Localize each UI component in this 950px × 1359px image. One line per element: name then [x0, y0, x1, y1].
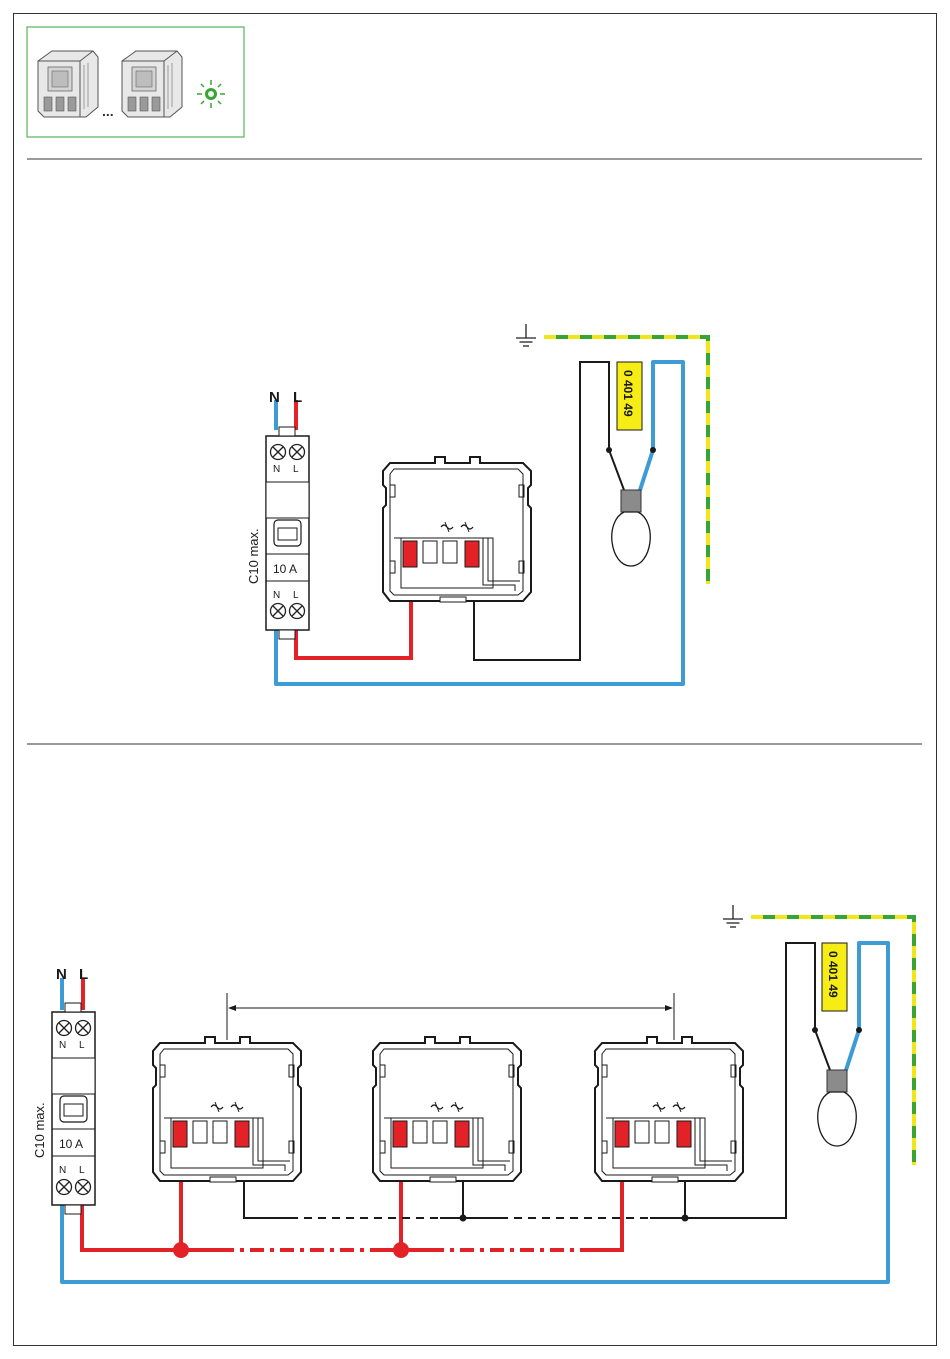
phase-label: L	[293, 389, 302, 406]
terminal-label-n: N	[59, 1165, 66, 1176]
svg-text:0 401 49: 0 401 49	[621, 370, 635, 417]
switched-junction	[460, 1215, 467, 1222]
terminal-label-l: L	[79, 1040, 85, 1051]
ellipsis-icon: ...	[102, 103, 114, 119]
switch-module	[595, 1037, 743, 1182]
wiring-diagram-multi-switch: N L N L 10 A N L C10 max.	[32, 905, 914, 1282]
terminal-label-l: L	[293, 464, 299, 475]
switch-module	[373, 1037, 521, 1182]
wiring-diagram-single-switch: N L N L 10 A N L C10 max.	[246, 324, 708, 684]
product-icon-panel: ...	[27, 27, 244, 137]
distance-dimension	[227, 993, 674, 1040]
module-icon	[38, 51, 98, 117]
breaker-max-label: C10 max.	[246, 528, 261, 584]
breaker-rating: 10 A	[59, 1137, 83, 1151]
neutral-label: N	[269, 389, 280, 406]
phase-junction	[173, 1242, 189, 1258]
terminal-label-l: L	[293, 590, 299, 601]
terminal-label-n: N	[59, 1040, 66, 1051]
phase-wire	[82, 1205, 220, 1250]
svg-text:0 401 49: 0 401 49	[826, 951, 840, 998]
neutral-label: N	[56, 966, 67, 983]
phase-label: L	[79, 966, 88, 983]
breaker-max-label: C10 max.	[32, 1102, 47, 1158]
switched-junction	[682, 1215, 689, 1222]
terminal-label-n: N	[273, 464, 280, 475]
earth-icon	[723, 905, 743, 927]
switch-module	[383, 457, 531, 602]
phase-junction	[393, 1242, 409, 1258]
breaker-rating: 10 A	[273, 562, 297, 576]
earth-icon	[516, 324, 536, 346]
switch-module	[153, 1037, 301, 1182]
terminal-label-l: L	[79, 1165, 85, 1176]
lamp-reference-tag: 0 401 49	[822, 943, 847, 1011]
module-icon	[122, 51, 182, 117]
terminal-label-n: N	[273, 590, 280, 601]
lamp-reference-tag: 0 401 49	[617, 362, 642, 430]
led-icon	[197, 80, 225, 108]
